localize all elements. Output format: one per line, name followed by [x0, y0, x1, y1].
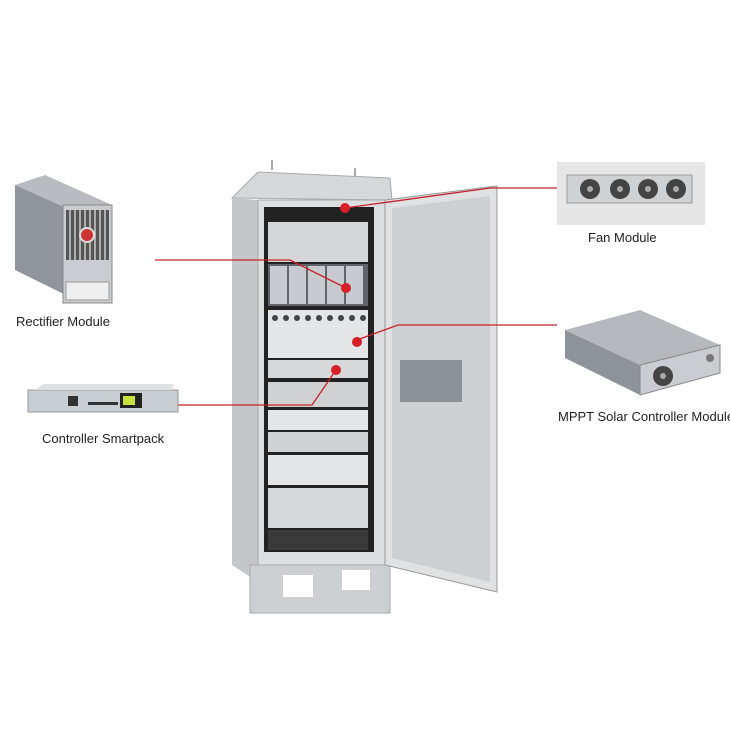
fan-label: Fan Module	[588, 230, 657, 245]
rectifier-module-image	[15, 175, 113, 304]
mppt-callout-dot	[352, 337, 362, 347]
rectifier-label: Rectifier Module	[16, 314, 110, 329]
mppt-callout-line	[356, 324, 557, 341]
rectifier-callout-line	[155, 259, 347, 289]
rectifier-callout-dot	[341, 283, 351, 293]
mppt-module-image	[565, 310, 721, 396]
controller-callout-line	[178, 369, 337, 406]
fan-callout-dot	[340, 203, 350, 213]
controller-callout-dot	[331, 365, 341, 375]
controller-label: Controller Smartpack	[42, 431, 165, 446]
mppt-label: MPPT Solar Controller Module	[558, 409, 730, 424]
controller-smartpack-image	[27, 384, 179, 413]
fan-callout-line	[344, 187, 557, 209]
fan-module-image	[557, 162, 705, 225]
cabinet-image	[230, 160, 498, 614]
